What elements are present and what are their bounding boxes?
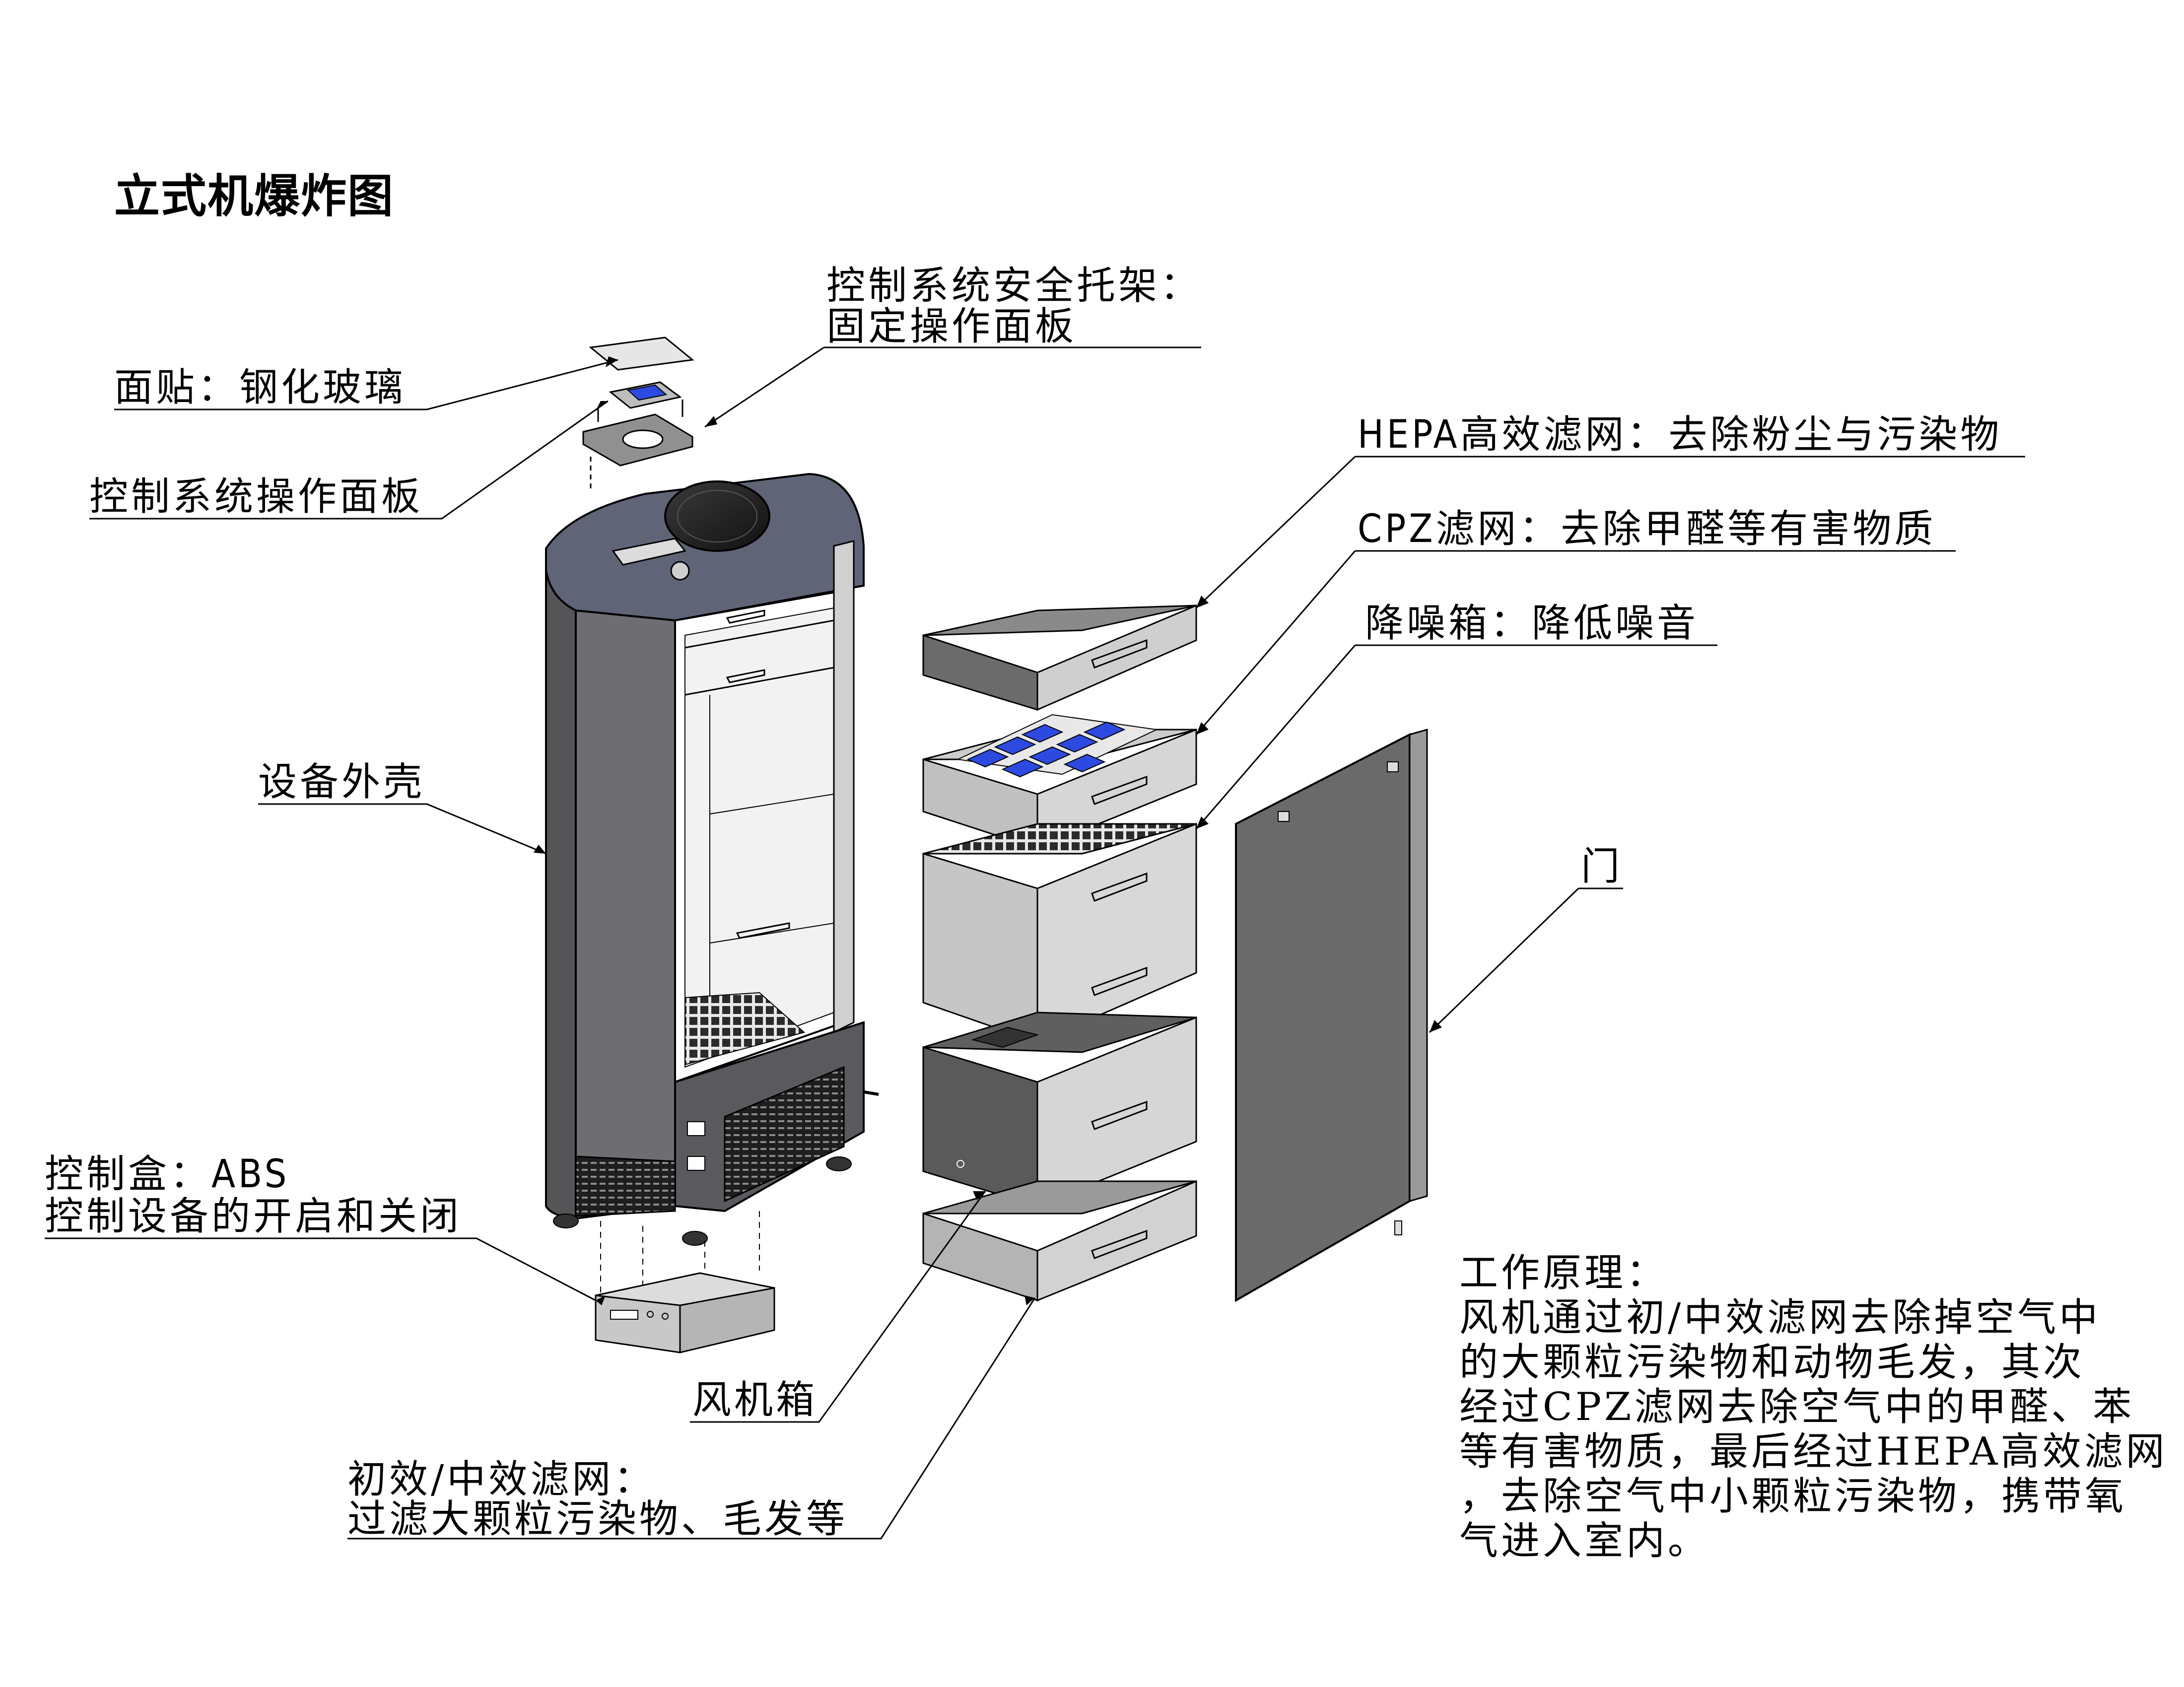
noise-box-part [922, 822, 1197, 1044]
principle-line: 等有害物质，最后经过HEPA高效滤网 [1459, 1429, 2168, 1474]
label-noise-box: 降噪箱：降低噪音 [1365, 601, 1699, 646]
label-safety-bracket-line1: 控制系统安全托架： [826, 264, 1202, 308]
label-control-box-line2: 控制设备的开启和关闭 [45, 1194, 462, 1239]
housing-part [545, 472, 879, 1305]
touch-panel-part [597, 381, 683, 422]
arrowheads [534, 356, 1442, 1305]
label-housing: 设备外壳 [258, 760, 425, 805]
control-box-part [595, 1272, 775, 1353]
principle-line: ，去除空气中小颗粒污染物，携带氧 [1459, 1474, 2127, 1519]
label-fan-box: 风机箱 [692, 1378, 818, 1422]
label-cpz: CPZ滤网：去除甲醛等有害物质 [1358, 507, 1936, 551]
principle-line: 的大颗粒污染物和动物毛发，其次 [1459, 1340, 2085, 1385]
safety-bracket-part [582, 413, 693, 491]
primary-filter-drawer-part [922, 1180, 1197, 1302]
label-glass-panel: 面贴：钢化玻璃 [114, 365, 407, 410]
principle-line: 气进入室内。 [1459, 1519, 1710, 1563]
label-door: 门 [1581, 844, 1623, 889]
label-safety-bracket-line2: 固定操作面板 [826, 304, 1077, 349]
cpz-drawer-part [922, 714, 1197, 850]
label-primary-filter-line1: 初效/中效滤网： [347, 1457, 656, 1502]
fan-box-part [922, 1012, 1197, 1208]
hepa-drawer-part [922, 604, 1197, 711]
working-principle: 工作原理： 风机通过初/中效滤网去除掉空气中 的大颗粒污染物和动物毛发，其次 经… [1459, 1251, 2168, 1563]
label-primary-filter-line2: 过滤大颗粒污染物、毛发等 [347, 1497, 848, 1542]
label-hepa: HEPA高效滤网：去除粉尘与污染物 [1358, 412, 2002, 457]
label-control-box-line1: 控制盒：ABS [45, 1152, 290, 1197]
door-part [1235, 729, 1428, 1302]
principle-heading: 工作原理： [1459, 1251, 1668, 1295]
glass-panel-part [589, 337, 694, 371]
page-title: 立式机爆炸图 [114, 170, 395, 223]
label-control-panel: 控制系统操作面板 [89, 474, 423, 519]
leader-lines [45, 346, 2025, 1540]
principle-line: 风机通过初/中效滤网去除掉空气中 [1459, 1295, 2101, 1340]
principle-line: 经过CPZ滤网去除空气中的甲醛、苯 [1459, 1385, 2135, 1429]
